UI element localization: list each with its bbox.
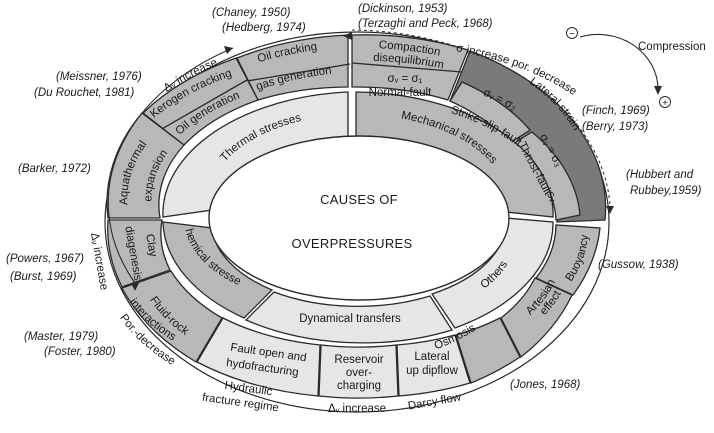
arrow-head-top-left: [224, 46, 233, 54]
label-dynamical: Dynamical transfers: [299, 313, 401, 325]
minus-sign: −: [569, 29, 575, 40]
ref-burst: (Burst, 1969): [10, 271, 77, 283]
segment-dynamical: [244, 291, 454, 344]
plus-circle: [659, 96, 671, 108]
label-lateral: Lateral: [414, 351, 449, 363]
ref-jones: (Jones, 1968): [510, 379, 580, 391]
segment-osmosis: [455, 317, 521, 384]
dv-increase-bottom: Δᵥ increase: [328, 403, 386, 415]
segment-reservoir: [318, 344, 399, 399]
segment-strike-slip: [449, 81, 531, 144]
segment-aquathermal: [106, 112, 185, 219]
compression-arrow: [579, 33, 659, 89]
divider-compaction: [351, 62, 463, 73]
ref-foster: (Foster, 1980): [44, 346, 116, 358]
label-reservoir-charging: charging: [337, 380, 381, 392]
ref-hubbert-2: Rubbey,1959): [630, 185, 702, 197]
arc-arrow-left: [107, 47, 234, 284]
label-updipflow: up dipflow: [406, 365, 458, 377]
segment-others: [430, 217, 554, 329]
ref-master: (Master, 1979): [24, 331, 98, 343]
center-title-1: CAUSES OF: [320, 192, 398, 207]
segment-buoyancy: [534, 224, 601, 296]
segment-oil-cracking: [236, 34, 349, 101]
minus-circle: [566, 27, 578, 39]
ref-finch: (Finch, 1969): [582, 105, 650, 117]
segment-lateral-updip: [396, 334, 471, 397]
ref-dickinson: (Dickinson, 1953): [358, 3, 448, 15]
label-reservoir-over: over-: [346, 367, 372, 379]
plus-sign: +: [662, 98, 668, 109]
ref-chaney: (Chaney, 1950): [212, 7, 291, 19]
ref-barker: (Barker, 1972): [18, 163, 91, 175]
ref-terzaghi: (Terzaghi and Peck, 1968): [358, 18, 493, 30]
arrow-head-left-down: [131, 283, 139, 291]
segment-fluid-rock: [121, 270, 223, 363]
ref-hedberg: (Hedberg, 1974): [222, 22, 306, 34]
dashed-arc-right: [351, 29, 611, 206]
ref-gussow: (Gussow, 1938): [598, 259, 679, 271]
center-ellipse: [208, 135, 510, 301]
arrow-head-compaction: [343, 32, 352, 40]
segment-clay: [107, 219, 171, 288]
compression-label: Compression: [638, 41, 706, 53]
compression-arrow-head: [654, 86, 662, 95]
segment-fault-open: [196, 317, 321, 397]
arrow-head-dashed: [606, 206, 614, 214]
ref-meissner: (Meissner, 1976): [56, 71, 142, 83]
label-reservoir: Reservoir: [334, 354, 383, 366]
divider-oil-cracking: [240, 63, 351, 83]
label-clay: Clay: [143, 233, 159, 258]
ref-powers: (Powers, 1967): [6, 253, 84, 265]
label-normal-fault-sigma: σᵥ = σ₁: [388, 73, 423, 85]
center-title-2: OVERPRESSURES: [292, 236, 413, 251]
divider-kerogen: [159, 79, 248, 131]
label-normal-fault: Normal-fault: [369, 87, 432, 99]
ref-hubbert-1: (Hubbert and: [626, 169, 694, 181]
ref-berry: (Berry, 1973): [582, 121, 648, 133]
ref-du-rouchet: (Du Rouchet, 1981): [34, 87, 135, 99]
